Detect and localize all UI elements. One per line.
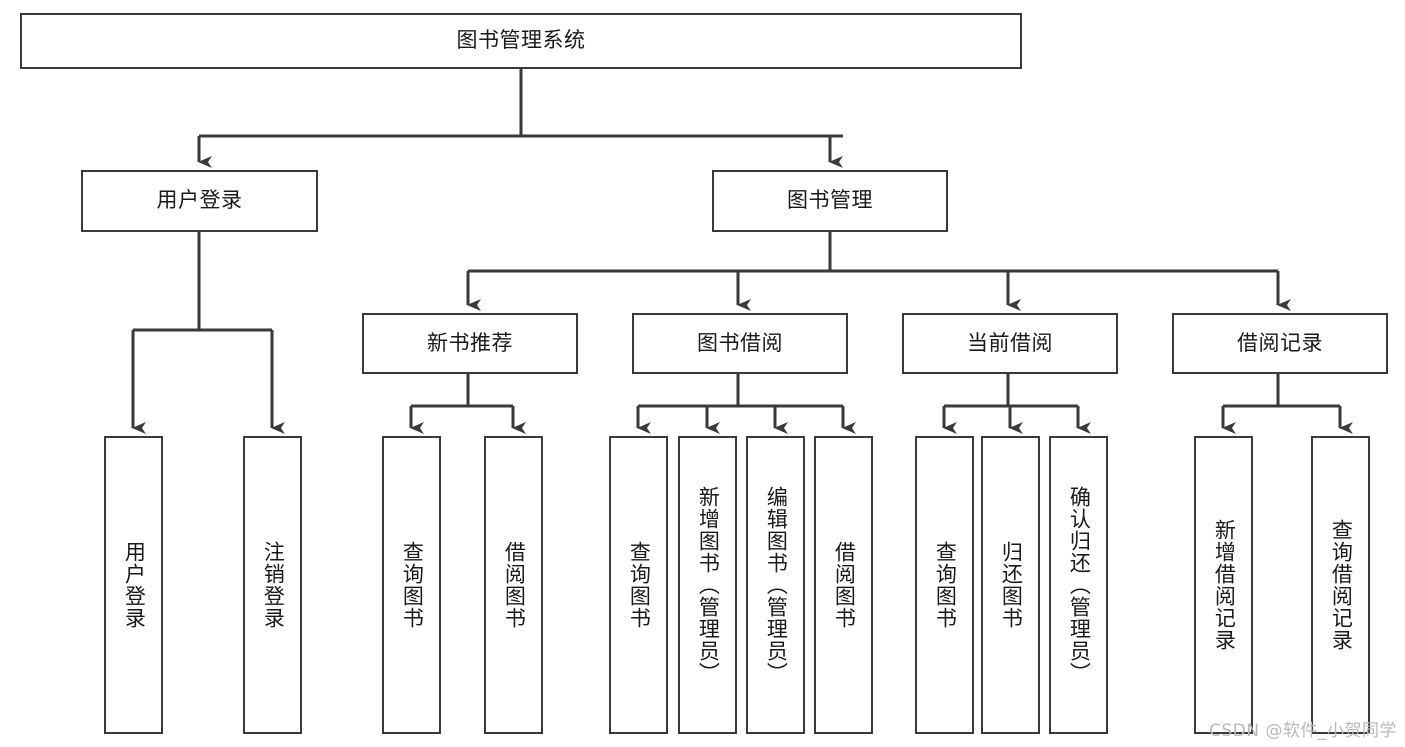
- node-leaf-return-book[interactable]: 归还图书: [981, 436, 1040, 734]
- node-new-book-recommend[interactable]: 新书推荐: [362, 313, 578, 374]
- leaf-label: 归还图书: [999, 541, 1024, 629]
- node-leaf-query-book-recommend[interactable]: 查询图书: [382, 436, 441, 734]
- node-leaf-edit-book[interactable]: 编辑图书（管理员）: [746, 436, 805, 734]
- node-leaf-borrow-book[interactable]: 借阅图书: [814, 436, 873, 734]
- leaf-label: 用户登录: [122, 541, 147, 629]
- leaf-label: 新增图书（管理员）: [696, 486, 721, 684]
- node-leaf-logout-login[interactable]: 注销登录: [243, 436, 302, 734]
- leaf-label: 注销登录: [261, 541, 286, 629]
- node-leaf-borrow-book-recommend[interactable]: 借阅图书: [484, 436, 543, 734]
- node-leaf-query-book-current[interactable]: 查询图书: [915, 436, 974, 734]
- node-leaf-user-login[interactable]: 用户登录: [104, 436, 163, 734]
- node-leaf-confirm-return[interactable]: 确认归还（管理员）: [1049, 436, 1108, 734]
- node-leaf-add-borrow-record[interactable]: 新增借阅记录: [1194, 436, 1253, 734]
- node-leaf-add-book[interactable]: 新增图书（管理员）: [678, 436, 737, 734]
- node-user-login[interactable]: 用户登录: [81, 170, 318, 232]
- leaf-label: 确认归还（管理员）: [1067, 486, 1092, 684]
- leaf-label: 查询借阅记录: [1329, 519, 1354, 651]
- node-leaf-query-borrow-record[interactable]: 查询借阅记录: [1311, 436, 1370, 734]
- leaf-label: 新增借阅记录: [1212, 519, 1237, 651]
- node-leaf-query-book-borrow[interactable]: 查询图书: [609, 436, 668, 734]
- leaf-label: 查询图书: [400, 541, 425, 629]
- node-book-management-system[interactable]: 图书管理系统: [20, 13, 1022, 69]
- leaf-label: 编辑图书（管理员）: [764, 486, 789, 684]
- leaf-label: 查询图书: [933, 541, 958, 629]
- node-book-borrow[interactable]: 图书借阅: [632, 313, 848, 374]
- node-borrow-record[interactable]: 借阅记录: [1172, 313, 1388, 374]
- leaf-label: 借阅图书: [502, 541, 527, 629]
- node-current-borrow[interactable]: 当前借阅: [902, 313, 1118, 374]
- node-book-management[interactable]: 图书管理: [712, 170, 948, 232]
- leaf-label: 借阅图书: [832, 541, 857, 629]
- leaf-label: 查询图书: [627, 541, 652, 629]
